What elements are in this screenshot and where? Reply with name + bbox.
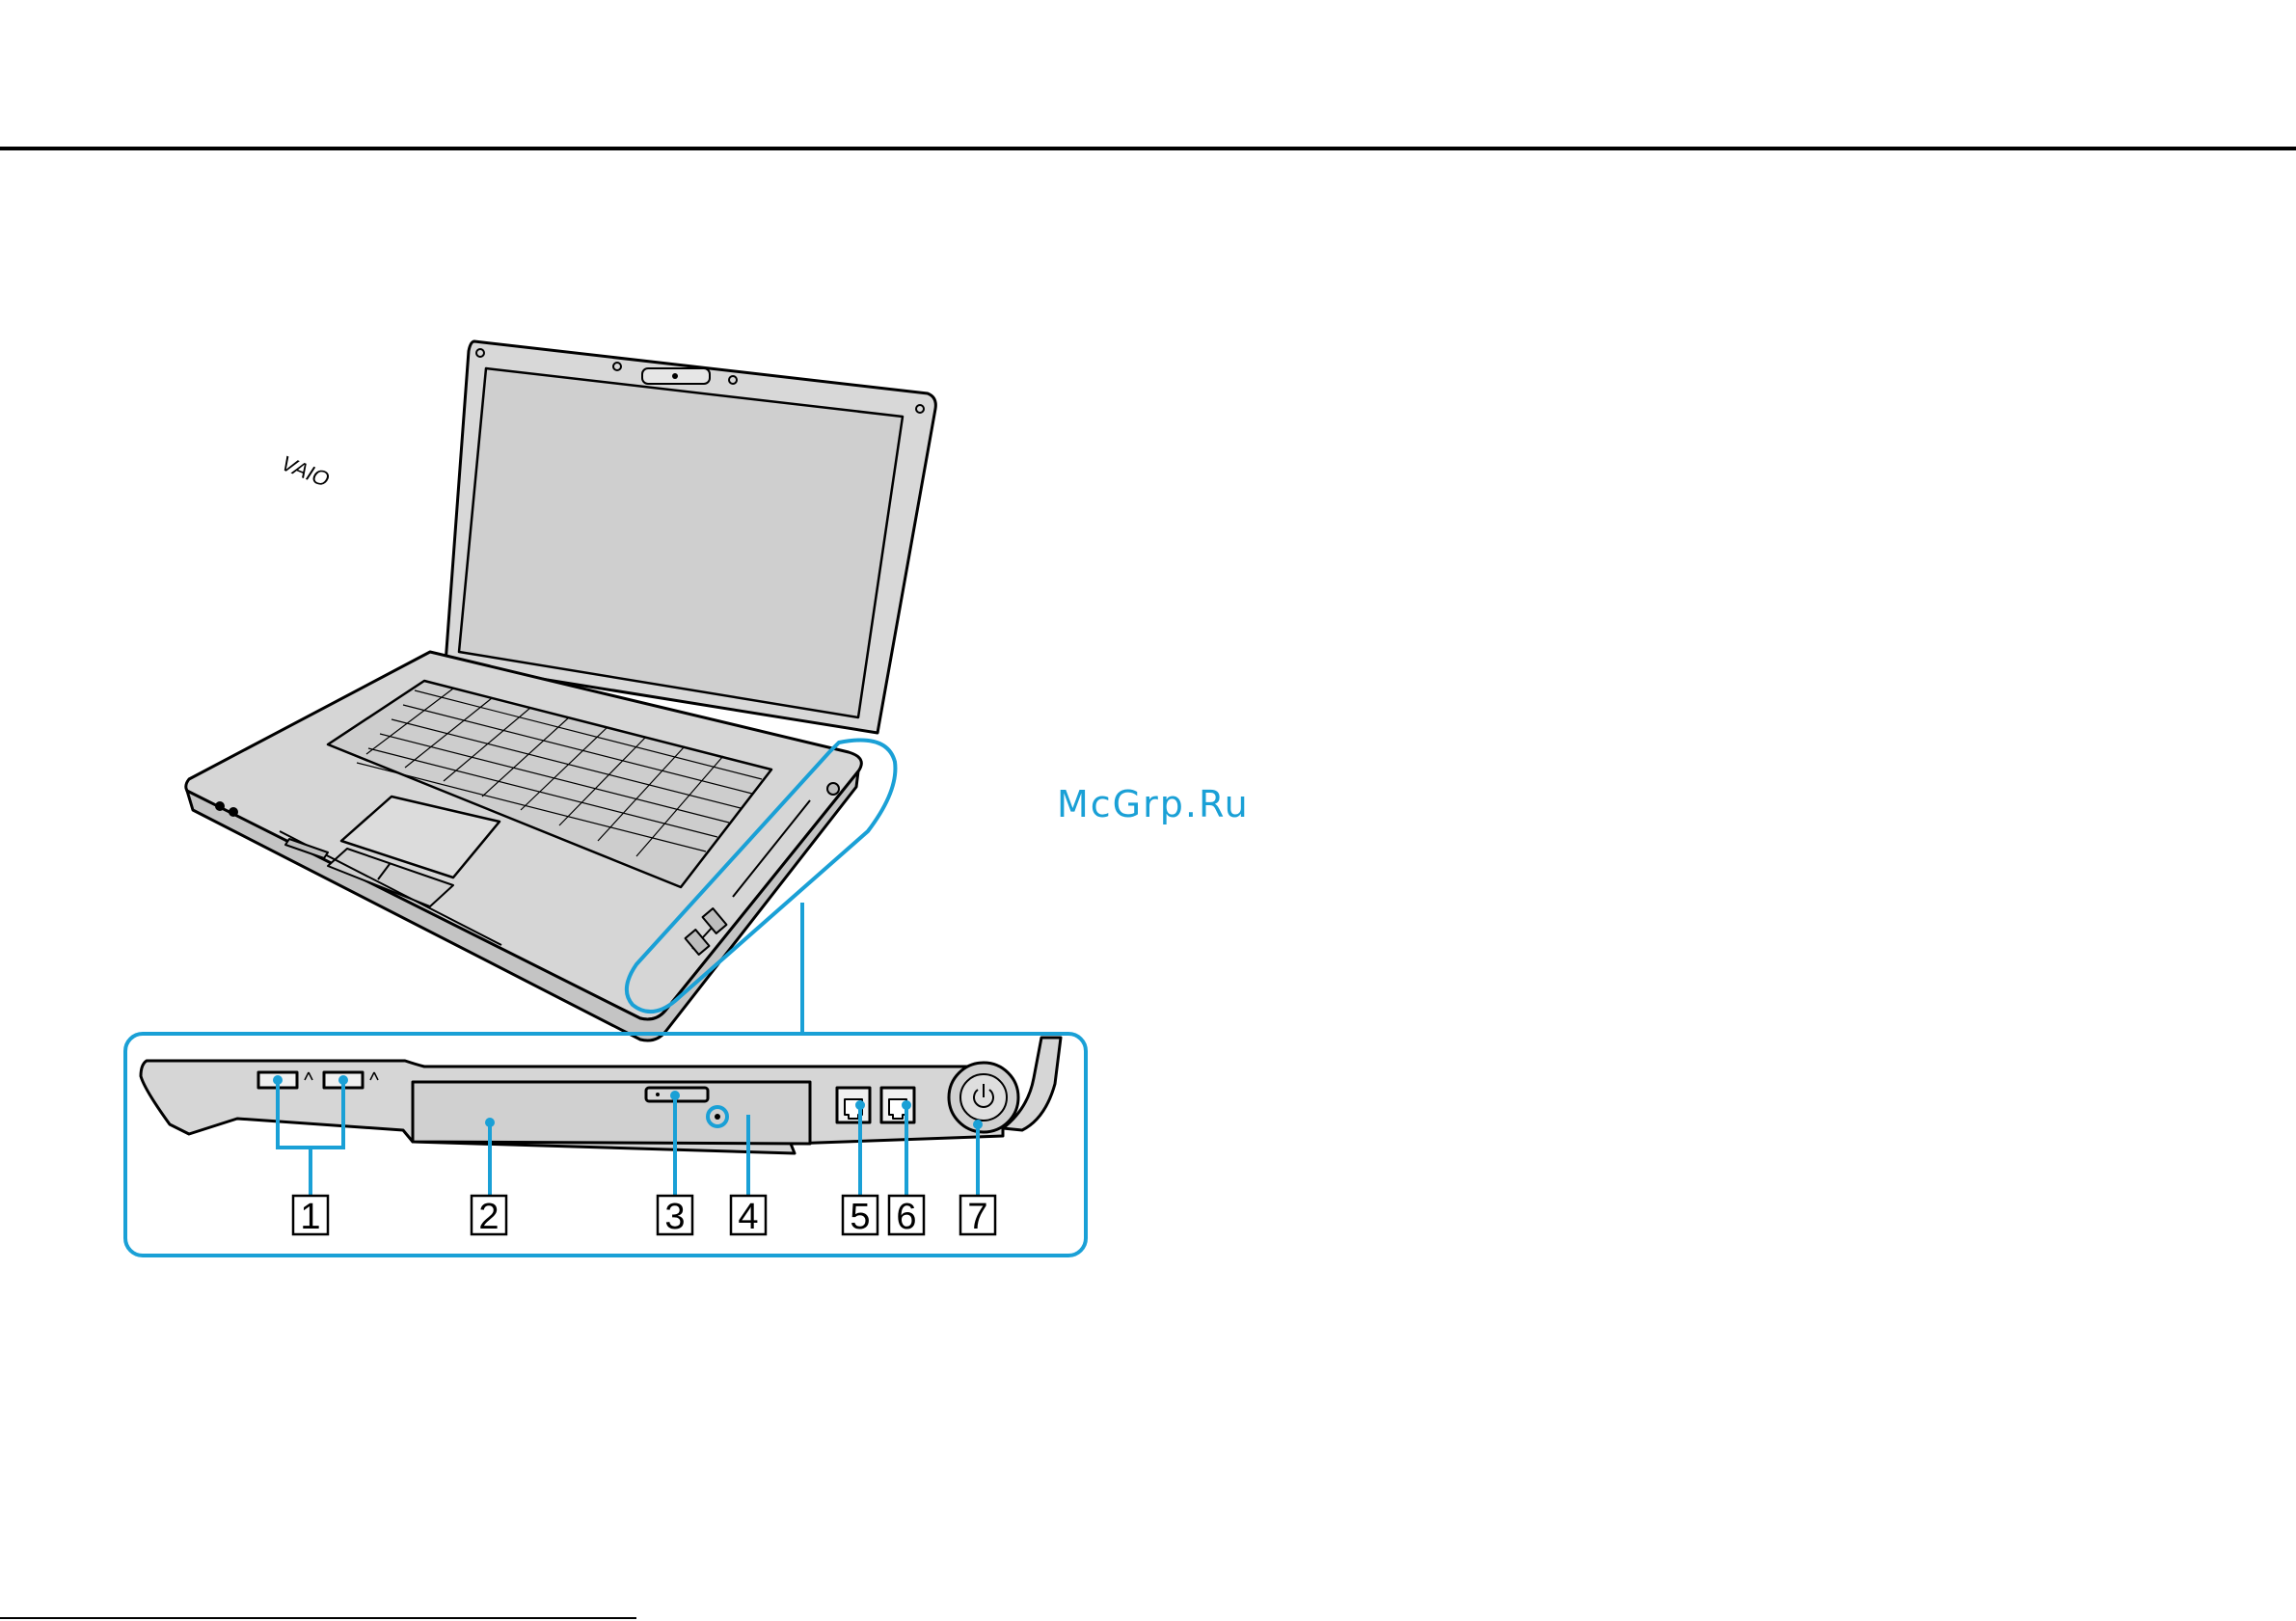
- callout-number-6: 6: [896, 1197, 916, 1237]
- callout-number-4: 4: [738, 1197, 758, 1237]
- callout-number-7: 7: [967, 1197, 987, 1237]
- vaio-logo: VAIO: [278, 450, 333, 491]
- callout-number-5: 5: [850, 1197, 870, 1237]
- watermark-text: McGrp.Ru: [1057, 783, 1250, 825]
- callout-number-3: 3: [664, 1197, 685, 1237]
- footer-rule: [0, 1617, 636, 1619]
- callout-number-2: 2: [478, 1197, 499, 1237]
- callout-labels: [293, 1196, 995, 1234]
- callout-number-1: 1: [300, 1197, 320, 1237]
